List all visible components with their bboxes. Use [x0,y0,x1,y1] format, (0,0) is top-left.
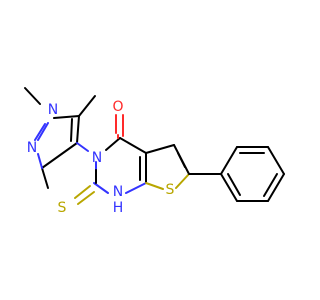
methyl-c3-bond [41,167,49,189]
pyrimidine-ring [74,114,147,205]
atom-nh-hydrogen: H [113,200,124,216]
c4a-c5-bond [145,144,175,154]
atom-oxygen: O [112,99,123,115]
atom-n-ring-3: N [92,150,102,166]
c2-thione-double [77,191,95,205]
c7a-nh-bond [125,182,147,194]
phenyl-bond-4-double [263,173,278,197]
nh-c2-bond [93,182,109,194]
pyrazole-n1-n2-bond [37,122,49,141]
atom-n-pyrazole-2: N [27,140,37,156]
phenyl-bond-6-double [227,173,241,196]
pyrazole-c5-c4-double [70,118,73,142]
atom-sulfur-ring: S [166,182,175,198]
atom-labels: N N N O N H S S [27,99,175,216]
trimethylpyrazole-group [24,87,96,189]
methyl-c5-bond [78,95,96,117]
methyl-n1-bond [24,87,41,105]
c6-s-bond [175,173,190,189]
phenyl-bond-4 [267,173,285,202]
c5-c6-double [177,152,186,168]
pyrazole-n1-c5-bond [53,115,80,119]
molecule-structure: N N N O N H S S [0,0,300,300]
phenyl-ring [188,146,285,202]
c2-thione-bond [74,185,91,199]
phenyl-bond-6 [220,173,238,202]
atom-n-pyrazole-1: N [48,102,58,118]
atom-sulfur-thione: S [58,200,67,216]
pyrazole-to-n3-bond [76,142,89,152]
s-c7a-bond [145,182,164,190]
pyrazole-c3-n2-bond [37,153,43,169]
atom-nh: N [113,184,123,200]
c4-c4a-bond [119,137,147,154]
pyrazole-n1-n2-bond-inner [34,123,46,141]
n3-c4-bond [105,137,121,151]
pyrazole-c4-c3-bond [41,142,78,169]
background [0,0,300,300]
phenyl-bond-1 [220,146,238,175]
thiophene-ring [145,144,190,190]
phenyl-bond-3 [267,146,285,175]
pyrazole-c5-c4-bond [76,115,80,144]
